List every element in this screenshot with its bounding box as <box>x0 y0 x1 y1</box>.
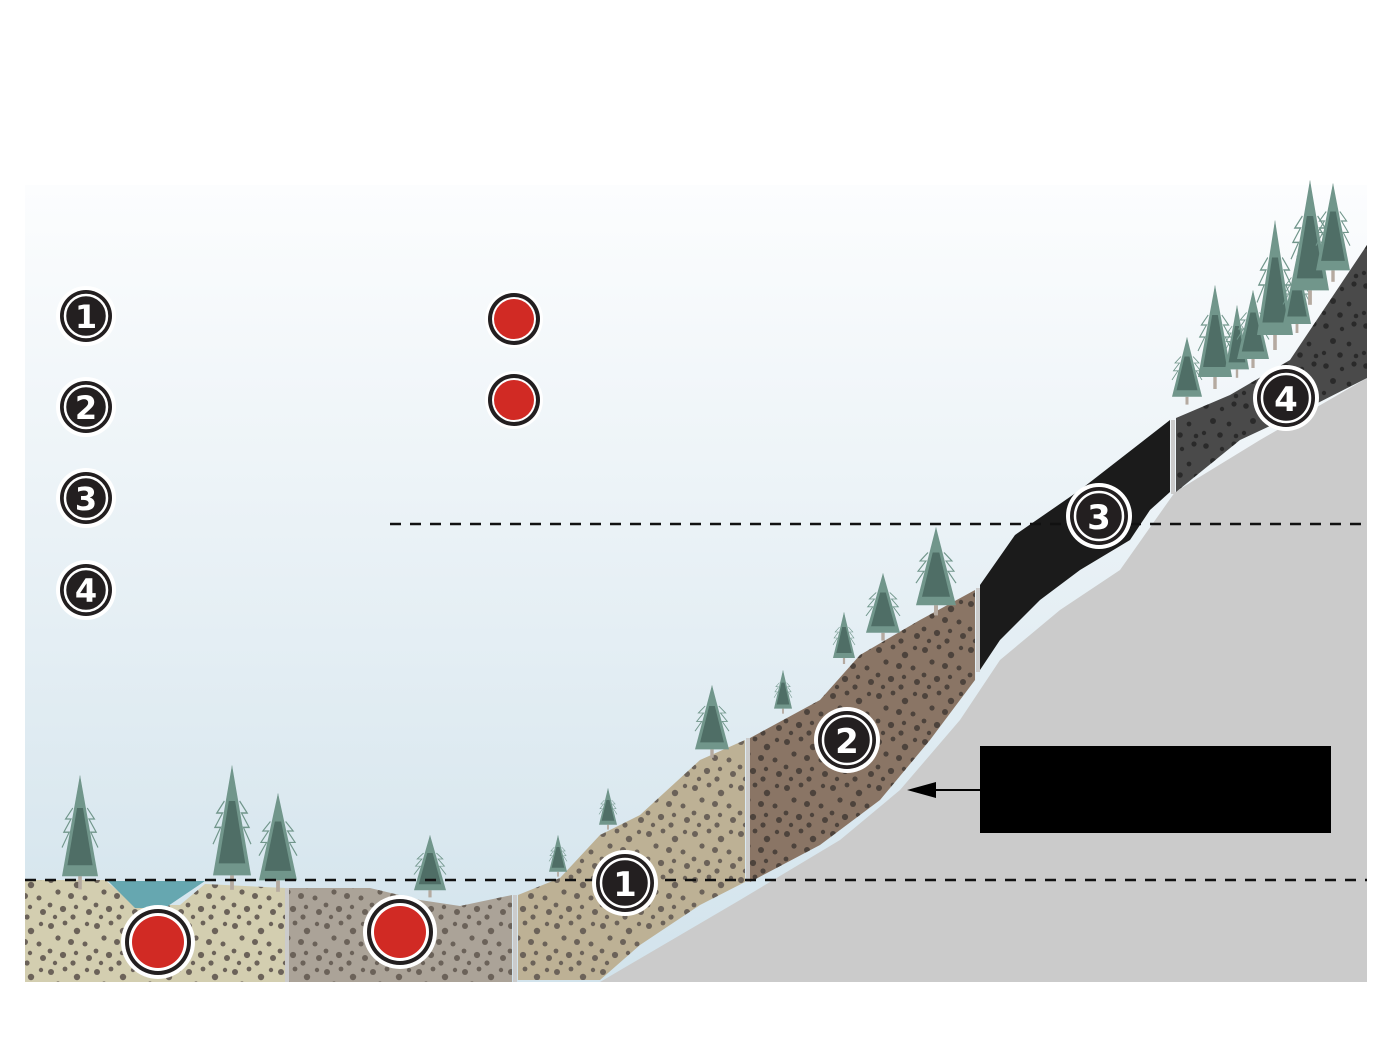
numbered-badge-icon: 3 <box>75 480 97 518</box>
layer-badge-3: 3 <box>1066 483 1132 549</box>
numbered-badge-icon: 2 <box>75 389 97 427</box>
legend-item-4: 4 <box>56 560 116 620</box>
legend-item-1: 1 <box>56 286 116 346</box>
pond-water <box>108 881 205 908</box>
deposit-separators <box>285 420 1175 982</box>
legend-item-3: 3 <box>56 468 116 528</box>
layer-badge-1: 1 <box>592 850 658 916</box>
site-marker-lowland-left <box>121 905 195 979</box>
layer-badges: 1 2 3 4 <box>592 365 1319 916</box>
numbered-badge-icon: 1 <box>613 865 637 905</box>
red-dot-marker-icon <box>132 916 184 968</box>
numbered-badge-icon: 1 <box>75 298 97 336</box>
layer-3-deposit <box>980 420 1170 670</box>
numbered-badge-icon: 3 <box>1087 498 1111 538</box>
site-marker-lowland-middle <box>363 895 437 969</box>
legend-marker-1 <box>485 290 543 348</box>
legend: 1 2 3 4 <box>56 286 543 620</box>
legend-item-2: 2 <box>56 377 116 437</box>
numbered-badge-icon: 4 <box>75 572 97 610</box>
red-dot-marker-icon <box>374 906 426 958</box>
layer-badge-4: 4 <box>1253 365 1319 431</box>
numbered-badge-icon: 2 <box>835 722 859 762</box>
callout <box>907 746 1331 833</box>
legend-marker-2 <box>485 371 543 429</box>
red-dot-marker-icon <box>494 380 534 420</box>
redacted-callout-box <box>980 746 1331 833</box>
site-markers <box>121 895 437 979</box>
layer-badge-2: 2 <box>814 707 880 773</box>
left-arrow-icon <box>907 782 936 798</box>
numbered-badge-icon: 4 <box>1274 380 1298 420</box>
red-dot-marker-icon <box>494 299 534 339</box>
